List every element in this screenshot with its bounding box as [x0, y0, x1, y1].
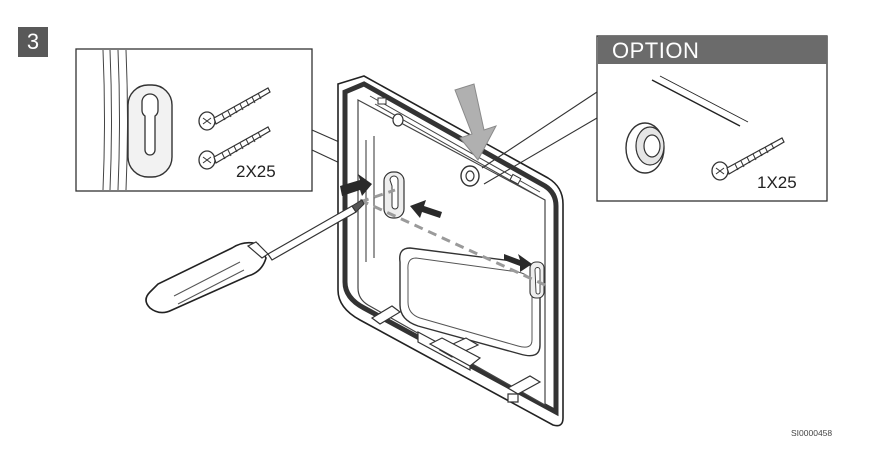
screw-icon — [711, 137, 785, 181]
option-header: OPTION — [598, 36, 827, 64]
push-arrow-icon — [340, 174, 532, 272]
mounting-hole-top — [392, 113, 404, 127]
keyhole-slot-plate-left — [383, 171, 405, 219]
push-arrow-icon — [454, 83, 498, 161]
bottom-clips — [370, 305, 542, 403]
screwdriver-icon — [145, 199, 365, 314]
center-screw-hole — [460, 165, 480, 187]
keyhole-slot-icon — [127, 84, 173, 178]
wall-plug-icon — [625, 122, 665, 174]
screw-quantity-option: 1X25 — [757, 173, 797, 192]
document-code: SI0000458 — [791, 428, 833, 438]
screw-icon — [198, 126, 271, 170]
step-number-badge: 3 — [18, 27, 48, 57]
callout-leader-right — [481, 91, 598, 185]
screw-quantity-left: 2X25 — [236, 162, 276, 181]
detail-inset-left — [75, 48, 313, 192]
screw-icon — [198, 87, 271, 131]
keyhole-slot-plate-right — [529, 261, 545, 299]
back-plate — [337, 75, 564, 427]
dashed-guide-lines — [359, 188, 546, 287]
